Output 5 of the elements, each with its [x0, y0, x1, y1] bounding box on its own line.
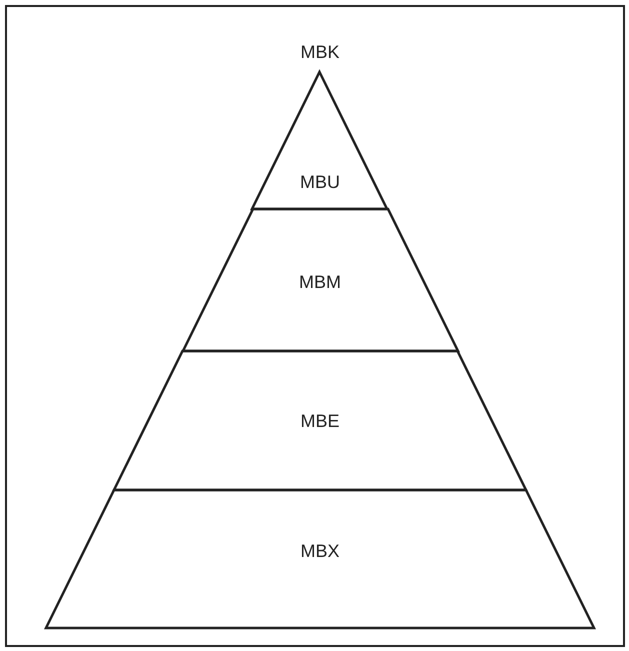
- tier-label: MBU: [298, 172, 341, 193]
- tier-label: MBE: [299, 411, 340, 432]
- apex-label: MBK: [300, 42, 340, 63]
- tier-label: MBX: [299, 541, 340, 562]
- tier-label: MBM: [298, 272, 342, 293]
